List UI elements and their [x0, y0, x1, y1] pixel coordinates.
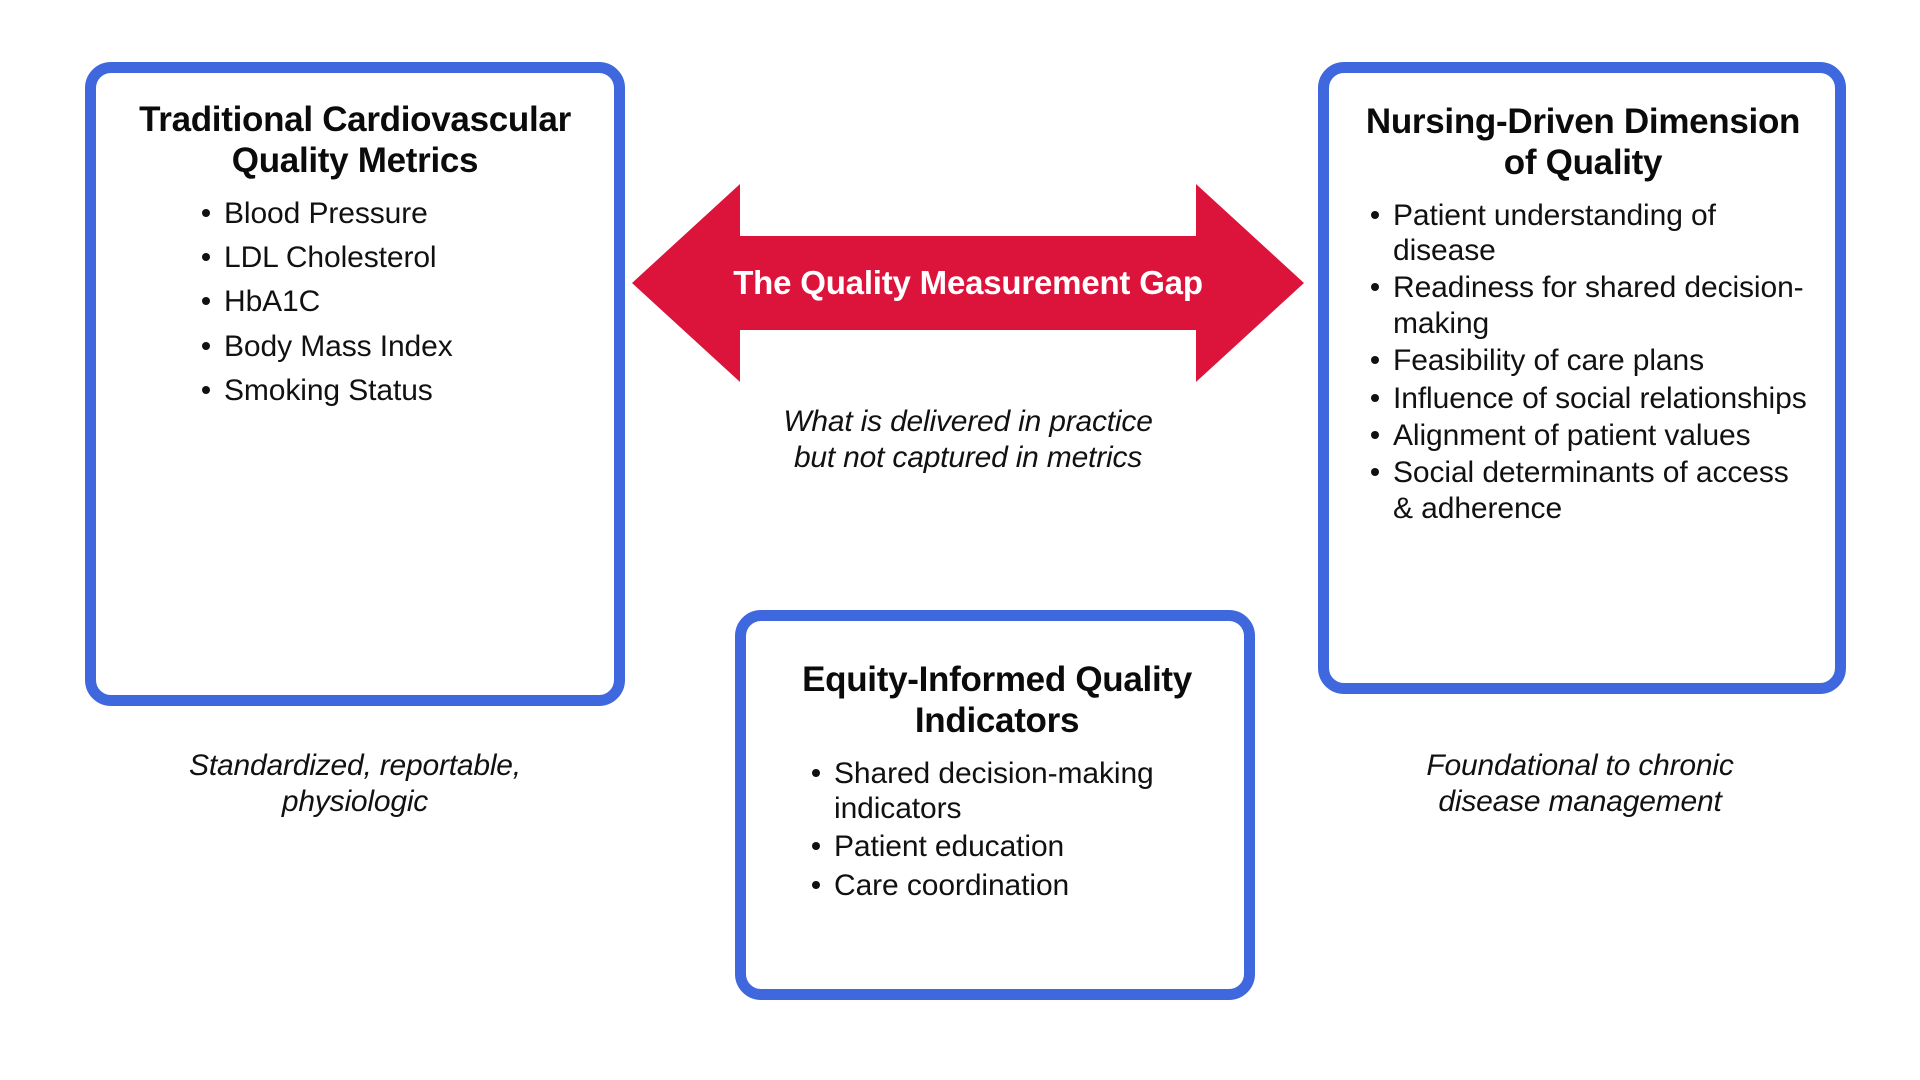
card-equity-content: Equity-Informed Quality Indicators Share…	[746, 621, 1244, 989]
card-traditional-content: Traditional Cardiovascular Quality Metri…	[96, 73, 614, 695]
card-nursing-title: Nursing-Driven Dimension of Quality	[1355, 101, 1811, 184]
list-item: Patient education	[804, 829, 1218, 864]
list-item: Shared decision-making indicators	[804, 756, 1218, 827]
card-traditional-title-line2: Cardiovascular	[322, 100, 571, 139]
card-traditional-bullet-list: Blood Pressure LDL Cholesterol HbA1C Bod…	[194, 196, 584, 409]
caption-nursing-line1: Foundational to chronic	[1426, 749, 1734, 782]
card-traditional-title: Traditional Cardiovascular Quality Metri…	[126, 99, 584, 182]
list-item: Feasibility of care plans	[1363, 343, 1811, 378]
caption-nursing-dimension: Foundational to chronic disease manageme…	[1300, 748, 1860, 820]
caption-gap-line2: but not captured in metrics	[793, 441, 1143, 474]
card-equity-bullet-list: Shared decision-making indicators Patien…	[804, 756, 1218, 904]
caption-traditional-line1: Standardized, reportable,	[189, 749, 521, 782]
list-item: Patient understanding of disease	[1363, 198, 1811, 269]
card-equity-title-line2: Quality Indicators	[914, 660, 1192, 741]
list-item: Social determinants of access & adherenc…	[1363, 455, 1811, 526]
card-nursing-bullet-list: Patient understanding of disease Readine…	[1363, 198, 1811, 527]
card-equity-title: Equity-Informed Quality Indicators	[776, 659, 1218, 742]
list-item: Body Mass Index	[194, 329, 584, 364]
list-item: Care coordination	[804, 868, 1218, 903]
card-traditional-metrics: Traditional Cardiovascular Quality Metri…	[85, 62, 625, 706]
card-equity-title-line1: Equity-Informed	[802, 660, 1066, 699]
caption-gap-line1: What is delivered in practice	[783, 405, 1153, 438]
list-item: Smoking Status	[194, 373, 584, 408]
list-item: LDL Cholesterol	[194, 240, 584, 275]
caption-traditional-line2: physiologic	[281, 785, 429, 818]
double-arrow-icon: The Quality Measurement Gap	[632, 172, 1304, 394]
caption-traditional-metrics: Standardized, reportable, physiologic	[60, 748, 650, 820]
list-item: Alignment of patient values	[1363, 418, 1811, 453]
list-item: Readiness for shared decision-making	[1363, 270, 1811, 341]
list-item: Blood Pressure	[194, 196, 584, 231]
list-item: HbA1C	[194, 284, 584, 319]
card-equity-indicators: Equity-Informed Quality Indicators Share…	[735, 610, 1255, 1000]
card-traditional-title-line3: Quality Metrics	[231, 141, 479, 181]
card-nursing-title-line2: Dimension of Quality	[1503, 102, 1801, 183]
card-nursing-content: Nursing-Driven Dimension of Quality Pati…	[1329, 73, 1835, 683]
card-traditional-title-line1: Traditional	[139, 100, 313, 139]
double-arrow-shape	[632, 184, 1304, 382]
caption-nursing-line2: disease management	[1438, 785, 1722, 818]
list-item: Influence of social relationships	[1363, 381, 1811, 416]
caption-measurement-gap: What is delivered in practice but not ca…	[632, 404, 1304, 476]
card-nursing-dimension: Nursing-Driven Dimension of Quality Pati…	[1318, 62, 1846, 694]
card-nursing-title-line1: Nursing-Driven	[1365, 102, 1615, 141]
